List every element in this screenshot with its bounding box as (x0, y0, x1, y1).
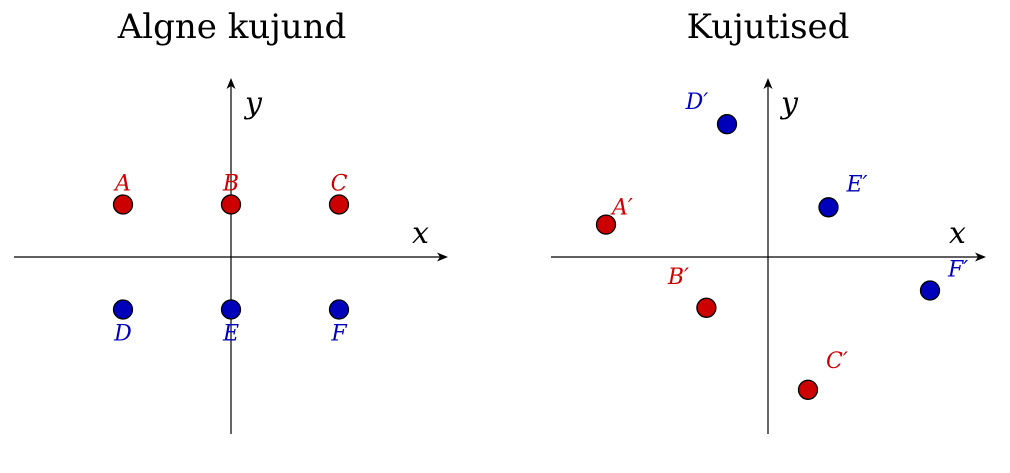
point-b-prime (696, 297, 717, 318)
point-label-e-prime: E′ (846, 172, 868, 197)
point-a (112, 194, 134, 215)
point-c-prime (797, 379, 819, 400)
y-axis-arrow-original (226, 78, 236, 89)
x-axis-label-original: x (412, 216, 429, 251)
point-a-prime (595, 214, 617, 235)
point-label-b-prime: B′ (667, 265, 689, 290)
point-label-c: C (331, 172, 348, 197)
x-axis-arrow-original (437, 252, 448, 262)
point-label-e: E (222, 322, 239, 347)
y-axis-arrow-images (763, 78, 773, 89)
point-label-a-prime: A′ (610, 196, 633, 221)
point-label-f: F (330, 322, 347, 347)
point-f (328, 299, 350, 320)
point-label-a: A (113, 172, 131, 197)
point-e-prime (818, 197, 839, 218)
point-e (220, 299, 242, 320)
x-axis-label-images: x (949, 216, 966, 251)
point-c (328, 194, 350, 215)
point-label-f-prime: F′ (947, 258, 968, 283)
point-d (112, 299, 134, 320)
y-axis-label-original: y (243, 86, 263, 121)
panel-images: Kujutised x y A′ B′ C′ D′ E′ F′ (551, 7, 986, 434)
panel-original: Algne kujund x y A B C D E F (14, 7, 448, 434)
point-f-prime (919, 280, 941, 301)
point-b (220, 194, 242, 215)
y-axis-label-images: y (779, 86, 799, 121)
point-label-d: D (113, 322, 132, 347)
x-axis-arrow-images (975, 252, 986, 262)
point-d-prime (716, 114, 738, 135)
point-label-d-prime: D′ (685, 90, 709, 115)
points-images: A′ B′ C′ D′ E′ F′ (595, 90, 968, 400)
panel-title-images: Kujutised (687, 7, 850, 47)
panel-title-original: Algne kujund (117, 7, 347, 47)
points-original: A B C D E F (112, 172, 350, 347)
point-label-b: B (222, 172, 239, 197)
point-label-c-prime: C′ (826, 349, 848, 374)
